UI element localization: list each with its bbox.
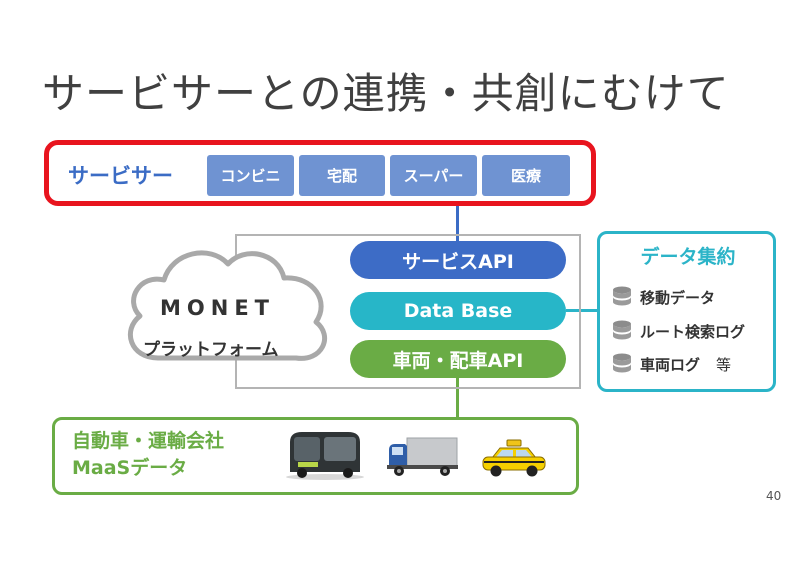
truck-icon [387,437,458,476]
data-item-movement: 移動データ [612,286,715,308]
data-aggregation-box [597,231,776,392]
connector-servicer-api [456,206,459,242]
connector-db-data [566,309,597,312]
chip-convenience-store: コンビニ [207,155,294,196]
database-icon [613,320,631,340]
vehicle-api-layer: 車両・配車API [350,340,566,378]
data-item-label: 車両ログ [640,355,701,374]
cloud-icon [127,250,328,361]
page-number: 40 [766,489,782,503]
data-aggregation-title: データ集約 [640,246,736,268]
connector-api-vehicles [456,378,459,418]
database-icon [613,286,631,306]
chip-supermarket: スーパー [390,155,477,196]
chip-delivery: 宅配 [299,155,385,196]
data-item-suffix: 等 [716,355,732,374]
data-item-vehicle-log: 車両ログ 等 [612,353,731,375]
database-layer: Data Base [350,292,566,330]
data-item-label: ルート検索ログ [640,322,746,341]
chip-medical: 医療 [482,155,570,196]
autonomous-shuttle-icon [286,432,364,480]
monet-logo: MONET [160,296,275,320]
vehicle-data-label: 自動車・運輸会社 MaaSデータ [72,428,224,482]
service-api-layer: サービスAPI [350,241,566,279]
servicer-label: サービサー [68,164,173,188]
database-icon [613,353,631,373]
data-item-label: 移動データ [640,288,716,307]
page-title: サービサーとの連携・共創にむけて [42,69,730,118]
vehicle-label-line1: 自動車・運輸会社 [72,430,225,452]
platform-label: プラットフォーム [143,340,279,360]
vehicle-label-line2: MaaSデータ [72,457,188,479]
taxi-icon [482,439,546,477]
data-item-route-log: ルート検索ログ [612,320,745,342]
